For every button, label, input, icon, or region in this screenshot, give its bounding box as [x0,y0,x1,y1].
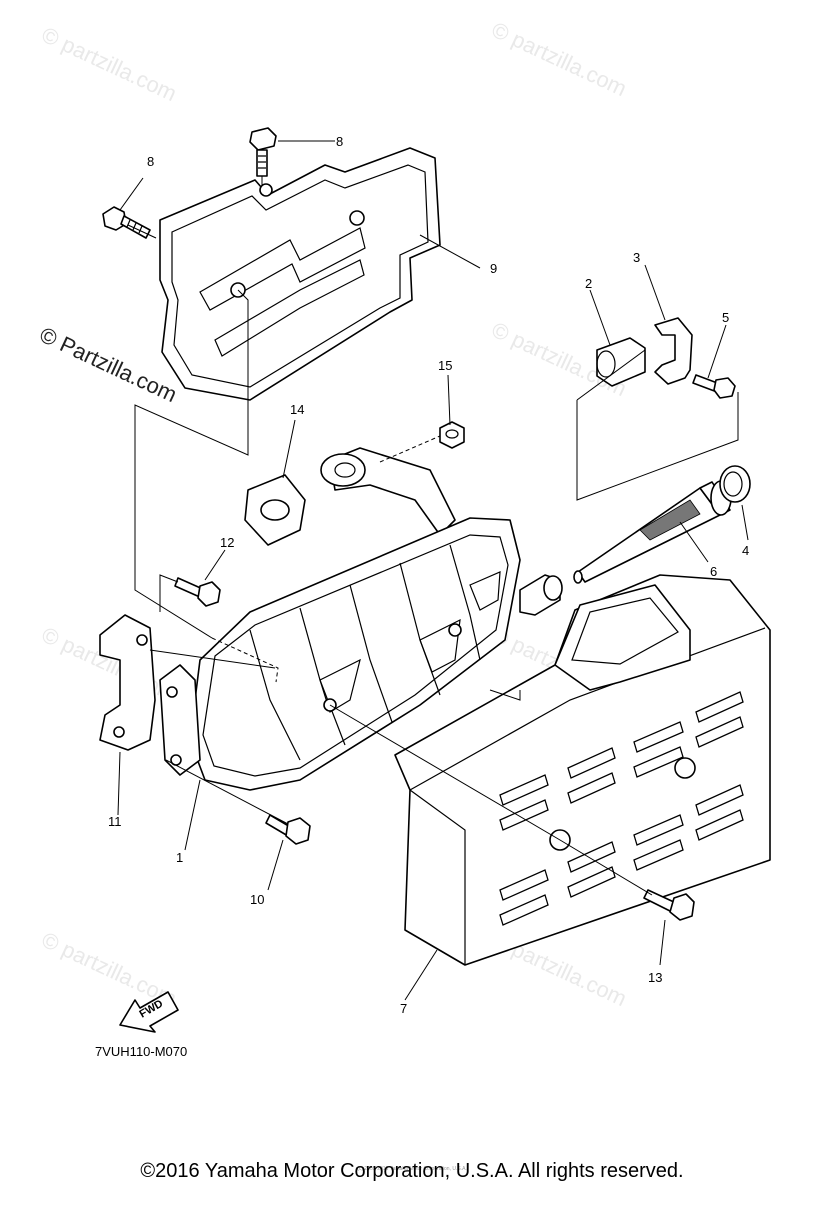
callout-10: 10 [250,892,264,907]
callout-4: 4 [742,543,749,558]
part-11-bracket [99,614,156,751]
callout-9: 9 [490,261,497,276]
callout-1: 1 [176,850,183,865]
callout-12: 12 [220,535,234,550]
leader-lines [117,140,749,1001]
part-13-bolt [643,889,695,921]
part-6-arrester [573,480,732,584]
callout-6: 6 [710,564,717,579]
part-2-sleeve [596,337,646,387]
part-10-bolt [265,814,311,845]
part-3-clamp [654,317,693,385]
callout-8-left: 8 [147,154,154,169]
callout-14: 14 [290,402,304,417]
callout-13: 13 [648,970,662,985]
watermark-2: © partzilla.com [488,17,631,101]
part-9-protector [159,147,441,401]
figure-code: 7VUH110-M070 [95,1044,187,1059]
part-8-bolt-left [102,206,151,239]
callout-11: 11 [108,814,122,829]
callout-3: 3 [633,250,640,265]
part-12-bolt [174,577,221,607]
part-8-bolt-top [249,127,277,177]
callout-7: 7 [400,1001,407,1016]
footer-fine-print: (c) 2005-2016 Yamaha Motor Corporation, … [357,1166,467,1172]
callout-8-top: 8 [336,134,343,149]
cover-vent-slots [499,691,744,926]
watermark-1: © partzilla.com [38,22,181,106]
watermark-main: © Partzilla.com [36,322,181,407]
part-1-muffler [159,447,563,791]
part-5-bolt [692,374,736,399]
callout-15: 15 [438,358,452,373]
part-4-cap [719,465,751,503]
callout-2: 2 [585,276,592,291]
part-7-cover [394,574,771,966]
callout-labels: 8 8 9 2 3 5 15 14 4 6 12 11 1 10 13 7 [108,134,749,1016]
fwd-arrow: FWD [119,991,179,1033]
part-15-nut [439,421,465,449]
callout-5: 5 [722,310,729,325]
part-14-gasket [244,474,306,546]
footer-copyright: ©2016 Yamaha Motor Corporation, U.S.A. A… [140,1160,684,1182]
